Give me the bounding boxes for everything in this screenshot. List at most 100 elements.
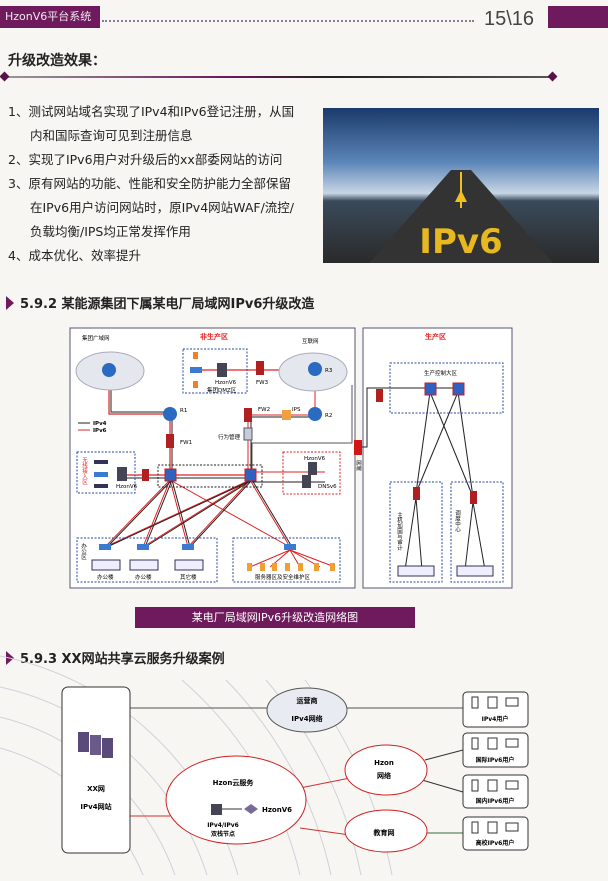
router-r3-icon bbox=[308, 362, 322, 376]
dmz-box bbox=[182, 348, 248, 394]
wifi-ap-icon bbox=[94, 460, 108, 464]
label-gatekeeper: 网闸 bbox=[355, 460, 362, 473]
firewall-icon bbox=[413, 487, 420, 500]
firewall-fw3-icon bbox=[256, 361, 264, 375]
label-wan: 集团广域网 bbox=[82, 334, 110, 342]
label-edu: 教育网 bbox=[373, 828, 395, 837]
switch-icon bbox=[182, 544, 194, 550]
switch-icon bbox=[284, 544, 296, 550]
legend-ipv6: IPv6 bbox=[93, 428, 107, 434]
dns-box bbox=[282, 451, 341, 495]
label-fw1: FW1 bbox=[180, 440, 192, 446]
server-icon bbox=[193, 381, 198, 388]
hzon-network-cloud bbox=[344, 744, 428, 796]
dnsv6-server-icon bbox=[302, 475, 311, 488]
core-switch-icon bbox=[164, 468, 177, 482]
label-dispatch: 调度中心 bbox=[454, 509, 461, 532]
hzonv6-server-icon bbox=[308, 462, 317, 475]
server-rack-icons bbox=[247, 563, 335, 571]
label-node1: IPv4/IPv6 bbox=[207, 822, 239, 829]
photo-ipv6-text: IPv6 bbox=[419, 222, 502, 262]
label-hzonv6: HzonV6 bbox=[215, 380, 237, 386]
edu-link bbox=[299, 827, 351, 836]
server-cluster-icon bbox=[78, 732, 113, 758]
label-hzonv6-wireless: HzonV6 bbox=[116, 484, 138, 490]
office-box bbox=[76, 537, 218, 583]
label-host-audit: 主机加固与审计 bbox=[396, 511, 403, 552]
diagram-caption: 某电厂局域网IPv6升级改造网络图 bbox=[135, 607, 415, 628]
label-ips: IPS bbox=[292, 407, 301, 413]
label-server-zone: 服务器区及安全维护区 bbox=[255, 573, 311, 581]
label-office2: 办公楼 bbox=[135, 573, 152, 581]
section-593-title-text: 5.9.3 XX网站共享云服务升级案例 bbox=[20, 652, 225, 667]
wireless-box bbox=[76, 451, 136, 494]
label-node2: 双栈节点 bbox=[211, 830, 235, 838]
prod-ctrl-box bbox=[389, 362, 504, 414]
label-prod-ctrl: 生产控制大区 bbox=[424, 369, 458, 377]
effect-item: 4、成本优化、效率提升 bbox=[8, 248, 141, 263]
user-box-intl bbox=[462, 732, 529, 768]
switch-icon bbox=[190, 367, 202, 373]
router-r1-icon bbox=[163, 407, 177, 421]
carrier-cloud bbox=[266, 687, 348, 733]
triangle-icon bbox=[6, 296, 14, 310]
label-other: 其它楼 bbox=[180, 573, 197, 581]
pc-group-icon bbox=[91, 559, 121, 571]
label-fw2: FW2 bbox=[258, 407, 270, 413]
section-592-title-text: 5.9.2 某能源集团下属某电厂局域网IPv6升级改造 bbox=[20, 297, 315, 312]
wifi-ap-icon bbox=[94, 484, 108, 488]
firewall-icon bbox=[142, 469, 149, 481]
label-dmz: 集团DMZ区 bbox=[207, 386, 237, 394]
label-office1: 办公楼 bbox=[97, 573, 114, 581]
ipv6-road-photo: IPv6 bbox=[323, 108, 599, 263]
label-user-campus: 高校IPv6用户 bbox=[476, 839, 515, 847]
effects-heading: 升级改造效果： bbox=[8, 53, 106, 69]
label-site1: XX网 bbox=[87, 785, 105, 793]
road-illustration: IPv6 bbox=[369, 170, 553, 263]
prod-switch-icon bbox=[452, 382, 465, 396]
switch-icon bbox=[94, 472, 108, 477]
effect-item: 在IPv6用户访问网站时，原IPv4网站WAF/流控/ bbox=[30, 200, 294, 215]
label-hzonv6: HzonV6 bbox=[262, 806, 292, 814]
user-box-ipv4 bbox=[462, 691, 529, 728]
switch-icon bbox=[99, 544, 111, 550]
label-wireless: 无线接入区 bbox=[81, 457, 88, 485]
label-hzonnet2: 网络 bbox=[377, 771, 391, 780]
router-icon bbox=[102, 363, 116, 377]
pc-group-icon bbox=[397, 565, 435, 577]
header-divider bbox=[102, 20, 474, 22]
hzonv6-server-icon bbox=[217, 363, 227, 377]
gatekeeper-icon bbox=[354, 440, 362, 455]
hzonv6-server-icon bbox=[117, 467, 127, 481]
label-nonprod: 非生产区 bbox=[200, 332, 228, 341]
label-user-ipv4: IPv4用户 bbox=[482, 715, 509, 723]
label-site2: IPv4网站 bbox=[80, 802, 111, 811]
dual-stack-node-icon bbox=[211, 804, 222, 815]
firewall-icon bbox=[376, 389, 383, 402]
header-accent bbox=[548, 6, 608, 28]
label-fw3: FW3 bbox=[256, 380, 269, 386]
effect-item: 3、原有网站的功能、性能和安全防护能力全部保留 bbox=[8, 176, 291, 191]
label-user-intl: 国际IPv6用户 bbox=[476, 756, 515, 764]
label-r3: R3 bbox=[325, 368, 333, 374]
section-592-title: 5.9.2 某能源集团下属某电厂局域网IPv6升级改造 bbox=[6, 293, 314, 312]
behavior-mgmt-icon bbox=[243, 427, 253, 441]
xx-site-box bbox=[61, 686, 131, 854]
label-prod: 生产区 bbox=[425, 332, 446, 341]
label-carrier2: IPv4网络 bbox=[291, 714, 322, 723]
label-dnsv6: DNSv6 bbox=[318, 484, 337, 490]
legend-ipv4: IPv4 bbox=[93, 421, 107, 427]
header-title: HzonV6平台系统 bbox=[0, 6, 100, 28]
arrow-icon bbox=[455, 190, 467, 202]
pc-group-icon bbox=[129, 559, 159, 571]
firewall-fw2-icon bbox=[244, 408, 252, 422]
label-cloud: Hzon云服务 bbox=[213, 778, 255, 787]
label-internet: 互联网 bbox=[302, 337, 319, 345]
label-hzonv6-dns: HzonV6 bbox=[304, 456, 326, 462]
switch-icon bbox=[137, 544, 149, 550]
intl-link bbox=[424, 749, 464, 761]
device-icons bbox=[471, 696, 519, 834]
effect-item: 负载均衡/IPS均正常发挥作用 bbox=[30, 224, 191, 239]
